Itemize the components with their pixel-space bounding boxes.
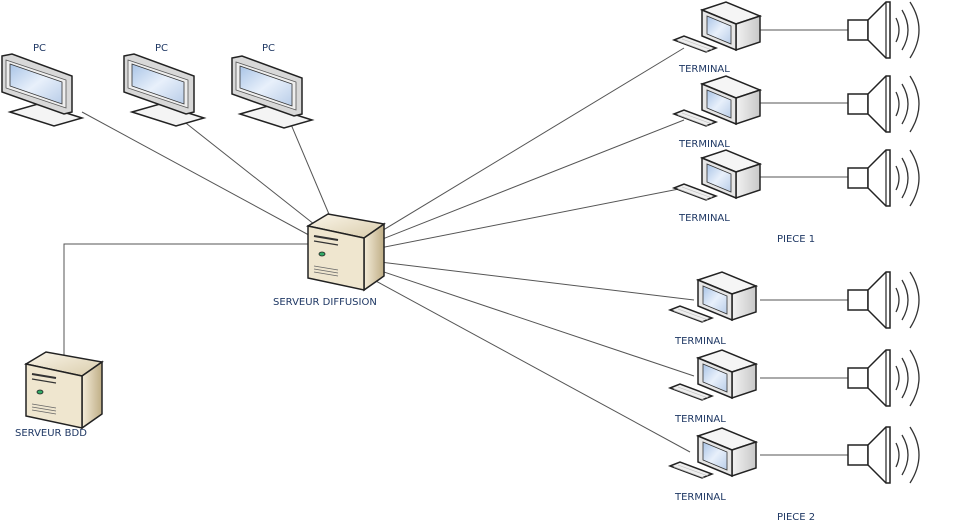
terminal-icon (669, 427, 757, 479)
edge-diffusion-t6 (373, 279, 691, 453)
edge-pc2-serveur-diffusion (181, 119, 325, 233)
edge-diffusion-t2 (379, 119, 685, 241)
group-label-piece-2: PIECE 2 (777, 512, 815, 523)
speaker-icon (847, 1, 920, 59)
serveur-diffusion-label: SERVEUR DIFFUSION (273, 297, 377, 308)
terminal-node-6[interactable]: TERMINAL (669, 427, 757, 503)
speaker-icon (847, 426, 920, 484)
server-icon (307, 213, 385, 291)
terminal-icon (673, 149, 761, 201)
edge-serveur-bdd-serveur-diffusion (63, 243, 310, 358)
speaker-icon (847, 75, 920, 133)
terminal-node-2[interactable]: TERMINAL (673, 75, 761, 150)
serveur-bdd-node[interactable]: SERVEUR BDD (15, 351, 103, 439)
pc-label: PC (155, 43, 168, 54)
terminal-node-5[interactable]: TERMINAL (669, 349, 757, 425)
edge-pc3-serveur-diffusion (289, 121, 335, 227)
speaker-icon (847, 349, 920, 407)
group-label-piece-1: PIECE 1 (777, 234, 815, 245)
terminal-label: TERMINAL (678, 213, 730, 224)
monitor-icon (1, 53, 83, 127)
terminal-node-3[interactable]: TERMINAL (673, 149, 761, 224)
terminal-label: TERMINAL (678, 64, 730, 75)
pc-node-1[interactable]: PC (1, 43, 83, 127)
connections (63, 29, 848, 456)
terminal-node-1[interactable]: TERMINAL (673, 1, 761, 75)
terminal-label: TERMINAL (678, 139, 730, 150)
edge-diffusion-t3 (379, 187, 685, 249)
edge-pc1-serveur-diffusion (81, 111, 319, 241)
terminal-icon (673, 1, 761, 53)
pc-node-2[interactable]: PC (123, 43, 205, 127)
serveur-diffusion-node[interactable]: SERVEUR DIFFUSION (273, 213, 385, 308)
terminal-icon (669, 271, 757, 323)
server-icon (25, 351, 103, 429)
speaker-icon (847, 149, 920, 207)
pc-label: PC (33, 43, 46, 54)
speaker-icon (847, 271, 920, 329)
terminal-icon (669, 349, 757, 401)
serveur-bdd-label: SERVEUR BDD (15, 428, 87, 439)
monitor-icon (231, 55, 313, 129)
terminal-label: TERMINAL (674, 492, 726, 503)
edge-diffusion-t5 (377, 269, 695, 377)
pc-node-3[interactable]: PC (231, 43, 313, 129)
edge-diffusion-t1 (379, 47, 685, 233)
monitor-icon (123, 53, 205, 127)
pc-label: PC (262, 43, 275, 54)
terminal-label: TERMINAL (674, 414, 726, 425)
terminal-icon (673, 75, 761, 127)
terminal-label: TERMINAL (674, 336, 726, 347)
terminal-node-4[interactable]: TERMINAL (669, 271, 757, 347)
edge-diffusion-t4 (379, 261, 695, 301)
